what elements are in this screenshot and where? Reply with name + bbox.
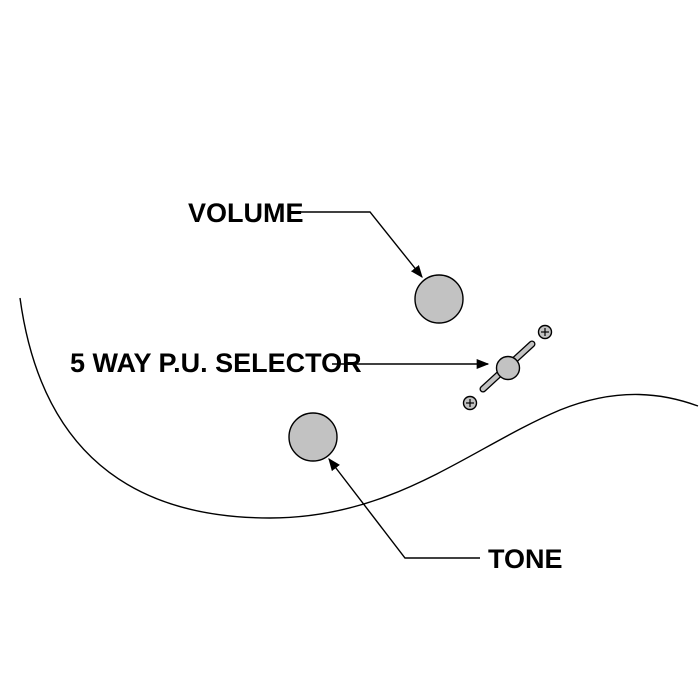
selector-tip[interactable] (495, 355, 521, 381)
pickup-selector-switch[interactable] (479, 340, 536, 393)
volume-leader-arrow (296, 211, 423, 278)
volume-label: VOLUME (188, 198, 304, 228)
tone-leader-arrow (328, 458, 480, 559)
screw-icon (462, 395, 478, 411)
tone-label: TONE (488, 544, 563, 574)
guitar-body-outline (19, 297, 699, 519)
volume-knob[interactable] (414, 274, 464, 324)
selector-label: 5 WAY P.U. SELECTOR (70, 348, 362, 378)
tone-knob[interactable] (288, 412, 338, 462)
screw-icon (537, 324, 553, 340)
